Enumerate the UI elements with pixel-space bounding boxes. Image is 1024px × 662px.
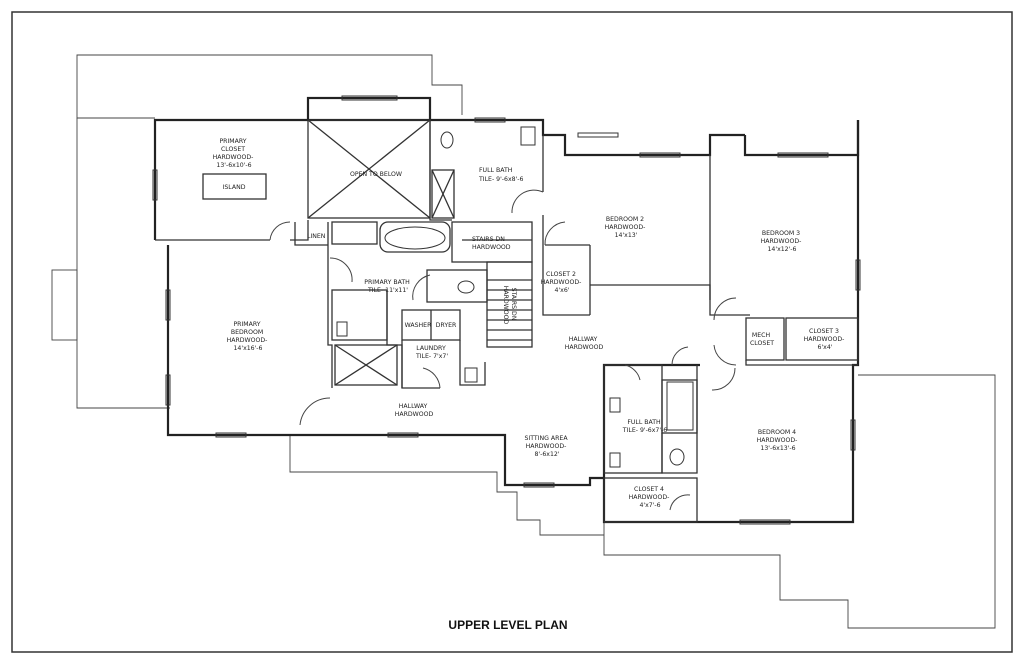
linen-label: LINEN (307, 233, 326, 240)
interior-walls (155, 119, 859, 523)
sink-fixture (520, 126, 536, 146)
washer-label: WASHER (405, 322, 433, 329)
sink-fixture (609, 397, 621, 413)
primary-closet-label: PRIMARY CLOSET HARDWOOD- 13'-6x10'-6 (213, 138, 256, 169)
sitting-area-label: SITTING AREA HARDWOOD- 8'-6x12' (524, 435, 569, 458)
mech-closet-label: MECH CLOSET (750, 332, 774, 347)
hallway-1-label: HALLWAY HARDWOOD (565, 336, 604, 351)
fixtures (336, 126, 694, 468)
tub-fixture (384, 226, 446, 250)
stairs-dn-2-label: STAIRS DN HARDWOOD (502, 286, 517, 325)
bedroom-3-label: BEDROOM 3 HARDWOOD- 14'x12'-6 (761, 230, 804, 253)
toilet-fixture (457, 280, 475, 294)
dryer-label: DRYER (436, 322, 457, 329)
island-label: ISLAND (223, 184, 246, 191)
bedroom-4-label: BEDROOM 4 HARDWOOD- 13'-6x13'-6 (757, 429, 800, 452)
roof-outline (51, 54, 996, 629)
hallway-2-label: HALLWAY HARDWOOD (395, 403, 434, 418)
sink-fixture (464, 367, 478, 383)
page-border (11, 11, 1013, 653)
bedroom-2-label: BEDROOM 2 HARDWOOD- 14'x13' (605, 216, 648, 239)
tub-fixture (666, 381, 694, 431)
open-to-below-label: OPEN TO BELOW (350, 171, 402, 178)
plan-title: UPPER LEVEL PLAN (448, 618, 567, 632)
closet-3-label: CLOSET 3 HARDWOOD- 6'x4' (804, 328, 847, 351)
stairs-dn-1-label: STAIRS DN HARDWOOD (472, 236, 511, 251)
windows (152, 95, 861, 525)
closet-4-label: CLOSET 4 HARDWOOD- 4'x7'-6 (629, 486, 672, 509)
primary-bath-label: PRIMARY BATH TILE- 11'x11' (364, 279, 411, 294)
laundry-label: LAUNDRY TILE- 7'x7' (415, 345, 448, 360)
room-labels: PRIMARY CLOSET HARDWOOD- 13'-6x10'-6 ISL… (213, 138, 847, 509)
sink-fixture (609, 452, 621, 468)
full-bath-2-label: FULL BATH TILE- 9'-6x7'-6 (622, 419, 667, 434)
sink-fixture (336, 321, 348, 337)
full-bath-1-label: FULL BATH TILE- 9'-6x8'-6 (478, 167, 523, 183)
toilet-fixture (440, 131, 454, 149)
toilet-fixture (669, 448, 685, 466)
closet-2-label: CLOSET 2 HARDWOOD- 4'x6' (541, 271, 584, 294)
island-counter (202, 173, 267, 200)
primary-bedroom-label: PRIMARY BEDROOM HARDWOOD- 14'x16'-6 (227, 321, 270, 352)
door-swings (269, 189, 737, 511)
